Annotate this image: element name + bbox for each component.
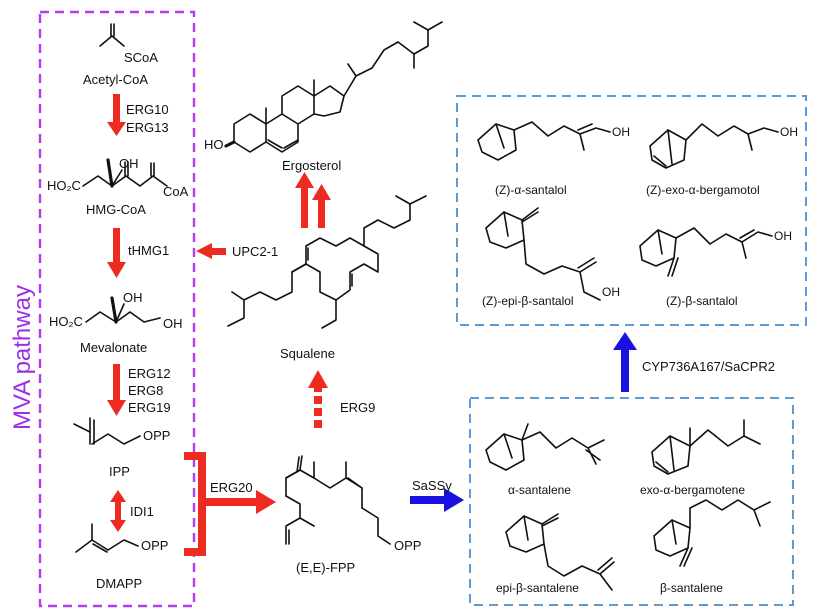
hmg-oh-label: OH [119,156,139,171]
blue-arrow-cyp [613,332,637,392]
dmapp-structure [75,523,139,553]
acetyl-scoa-label: SCoA [124,50,158,65]
hmg-coa-tail-label: CoA [163,184,189,199]
red-arrow-upc2 [196,243,226,259]
z-beta-santalol-structure [639,227,773,277]
alpha-santalene-structure [485,423,605,471]
hmg-ho2c-label: HO₂C [47,178,81,193]
hmg-coa-structure [82,158,168,188]
z-exo-alpha-bergamotol-oh: OH [780,125,798,139]
fpp-name: (E,E)-FPP [296,560,355,575]
red-double-arrow-idi1 [110,490,126,532]
z-alpha-santalol-oh: OH [612,125,630,139]
ergosterol-ho-label: HO [204,137,224,152]
mevalonate-name: Mevalonate [80,340,147,355]
mev-ho2c-label: HO₂C [49,314,83,329]
red-dashed-arrow-erg9 [308,370,328,428]
z-epi-beta-santalol-structure [485,207,601,301]
epi-beta-santalene-name: epi-β-santalene [496,581,579,595]
squalene-name: Squalene [280,346,335,361]
exo-alpha-bergamotene-structure [651,419,761,475]
epi-beta-santalene-structure [505,513,615,591]
cyp-label: CYP736A167/SaCPR2 [642,359,775,374]
z-alpha-santalol-name: (Z)-α-santalol [495,183,567,197]
sassy-label: SaSSy [412,478,452,493]
acetyl-coa-structure [99,23,125,47]
squalene-structure [227,195,427,329]
erg13-label: ERG13 [126,120,169,135]
mev-oh-label: OH [123,290,143,305]
mev-oh2-label: OH [163,316,183,331]
ergosterol-structure [224,21,443,153]
hmg-coa-name: HMG-CoA [86,202,146,217]
z-exo-alpha-bergamotol-name: (Z)-exo-α-bergamotol [646,183,760,197]
red-bracket-arrow-erg20 [184,452,276,556]
idi1-label: IDI1 [130,504,154,519]
z-alpha-santalol-structure [477,121,611,161]
z-beta-santalol-oh: OH [774,229,792,243]
blue-arrow-sassy [410,488,464,512]
erg9-label: ERG9 [340,400,375,415]
erg8-label: ERG8 [128,383,163,398]
ipp-name: IPP [109,464,130,479]
mva-pathway-title: MVA pathway [9,285,36,430]
dmapp-name: DMAPP [96,576,142,591]
z-exo-alpha-bergamotol-structure [649,123,779,169]
erg10-label: ERG10 [126,102,169,117]
fpp-structure [285,455,391,545]
beta-santalene-structure [653,499,771,567]
exo-alpha-bergamotene-name: exo-α-bergamotene [640,483,745,497]
erg12-label: ERG12 [128,366,171,381]
ipp-opp-label: OPP [143,428,170,443]
erg20-label: ERG20 [210,480,253,495]
z-beta-santalol-name: (Z)-β-santalol [666,294,738,308]
acetyl-coa-name: Acetyl-CoA [83,72,148,87]
santalol-box [456,95,807,326]
z-epi-beta-santalol-oh: OH [602,285,620,299]
z-epi-beta-santalol-name: (Z)-epi-β-santalol [482,294,574,308]
ergosterol-name: Ergosterol [282,158,341,173]
dmapp-opp-label: OPP [141,538,168,553]
beta-santalene-name: β-santalene [660,581,723,595]
thmg1-label: tHMG1 [128,243,169,258]
ipp-structure [73,417,141,445]
erg19-label: ERG19 [128,400,171,415]
alpha-santalene-name: α-santalene [508,483,571,497]
fpp-opp-label: OPP [394,538,421,553]
red-arrow-erg10 [107,94,126,136]
red-double-arrow-ergosterol [295,172,331,228]
santalene-box [469,397,794,606]
red-arrow-erg12 [107,364,126,416]
red-arrow-thmg1 [107,228,126,278]
mva-pathway-box [38,10,196,608]
mevalonate-structure [85,296,161,324]
upc2-label: UPC2-1 [232,244,278,259]
